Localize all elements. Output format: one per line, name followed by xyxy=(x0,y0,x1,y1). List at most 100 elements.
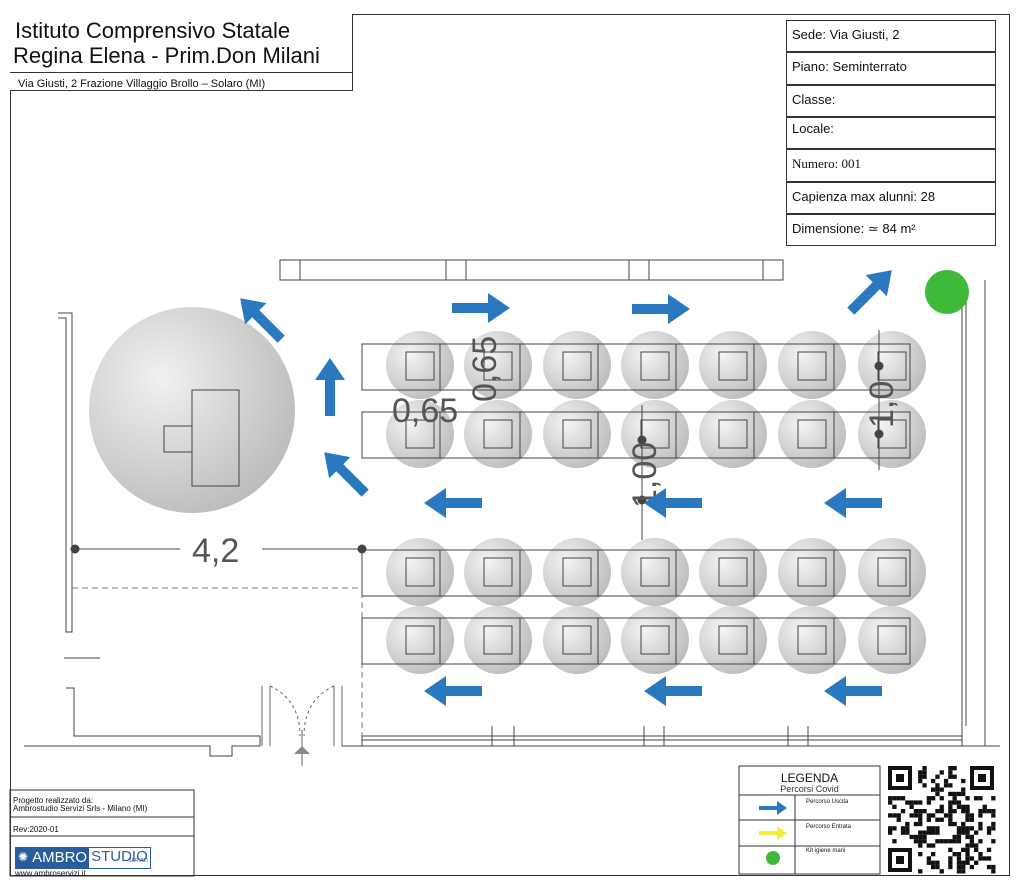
qr-module xyxy=(922,770,927,775)
qr-module xyxy=(913,834,919,840)
qr-module xyxy=(948,774,953,779)
qr-module xyxy=(900,796,906,801)
qr-module xyxy=(939,817,944,822)
door xyxy=(261,685,343,766)
qr-module xyxy=(965,826,970,831)
qr-module xyxy=(956,856,962,861)
qr-module xyxy=(991,809,996,814)
qr-module xyxy=(978,821,983,827)
legend-entry-arrow xyxy=(759,826,787,840)
qr-module xyxy=(939,809,944,814)
qr-module xyxy=(905,830,910,835)
qr-module xyxy=(974,843,979,848)
qr-module xyxy=(969,813,974,818)
qr-module xyxy=(943,813,949,818)
qr-module xyxy=(991,821,996,827)
qr-module xyxy=(974,860,979,865)
qr-module xyxy=(986,856,992,861)
qr-module xyxy=(952,796,957,801)
qr-module xyxy=(956,791,962,797)
qr-module xyxy=(948,800,953,805)
qr-module xyxy=(943,778,949,784)
arrow-left-3 xyxy=(824,488,882,518)
qr-module xyxy=(892,826,897,831)
qr-module xyxy=(896,817,901,822)
qr-module xyxy=(982,804,987,809)
qr-module xyxy=(926,860,931,865)
qr-module xyxy=(922,834,927,840)
qr-module xyxy=(892,796,897,801)
legend-title: LEGENDA xyxy=(780,771,839,785)
title-divider xyxy=(10,72,353,73)
qr-module xyxy=(961,860,966,865)
qr-module xyxy=(986,809,992,814)
qr-module xyxy=(926,813,931,818)
qr-module xyxy=(969,856,974,861)
qr-module xyxy=(905,800,910,805)
qr-module xyxy=(982,856,987,861)
arrow-left-4 xyxy=(424,676,482,706)
arrow-up-right xyxy=(847,270,892,315)
qr-module xyxy=(905,821,910,827)
qr-module xyxy=(965,843,970,848)
qr-module xyxy=(986,830,992,835)
qr-module xyxy=(939,839,944,844)
seat-circles xyxy=(386,331,926,674)
qr-module xyxy=(991,869,996,874)
qr-module xyxy=(978,813,983,818)
qr-module xyxy=(965,860,970,865)
qr-module xyxy=(986,864,992,870)
qr-module xyxy=(922,774,927,779)
qr-module xyxy=(961,804,966,809)
info-piano: Piano: Seminterrato xyxy=(786,52,996,85)
qr-module xyxy=(926,826,931,831)
qr-module xyxy=(918,834,923,840)
qr-module xyxy=(935,809,940,814)
legend-kit-label: Kit igiene mani xyxy=(806,848,846,854)
qr-module xyxy=(939,770,944,775)
qr-module xyxy=(922,766,927,771)
logo-studio: STUDIO xyxy=(91,848,148,865)
arrow-up-left-2 xyxy=(324,452,369,497)
dimension-labels: 4,2 0,65 0,65 1,00 1,0 xyxy=(192,336,901,570)
arrow-left-5 xyxy=(644,676,702,706)
qr-module xyxy=(948,791,953,797)
qr-module xyxy=(969,817,974,822)
qr-module xyxy=(952,800,957,805)
arrow-left-6 xyxy=(824,676,882,706)
arrow-left-1 xyxy=(424,488,482,518)
qr-module xyxy=(956,826,962,831)
legend-graphics xyxy=(738,765,881,875)
qr-module xyxy=(948,817,953,822)
qr-module xyxy=(969,843,974,848)
qr-module xyxy=(909,804,914,809)
qr-module xyxy=(909,800,914,805)
qr-module xyxy=(948,864,953,870)
logo-star-icon: ✺ xyxy=(16,848,31,868)
credits-company: Ambrostudio Servizi Srls - Milano (MI) xyxy=(13,804,148,813)
title-line-2: Regina Elena - Prim.Don Milani xyxy=(13,43,320,68)
qr-module xyxy=(961,869,966,874)
qr-module xyxy=(952,774,957,779)
qr-module xyxy=(956,869,962,874)
logo-ambro: AMBRO xyxy=(30,848,90,868)
info-numero: Numero: 001 xyxy=(786,149,996,182)
qr-module xyxy=(926,856,931,861)
arrow-left-2 xyxy=(644,488,702,518)
qr-module xyxy=(931,778,936,784)
qr-module xyxy=(948,821,953,827)
qr-module xyxy=(939,804,944,809)
qr-module xyxy=(961,821,966,827)
logo-servizi: SERVIZI xyxy=(128,858,148,864)
qr-module xyxy=(961,847,966,852)
qr-module xyxy=(931,843,936,848)
qr-module xyxy=(956,864,962,870)
info-locale: Locale: xyxy=(786,117,996,149)
qr-module xyxy=(896,796,901,801)
qr-module xyxy=(961,864,966,870)
legend-subtitle: Percorsi Covid xyxy=(780,784,839,794)
qr-module xyxy=(926,817,931,822)
qr-module xyxy=(892,839,897,844)
qr-module xyxy=(935,839,940,844)
